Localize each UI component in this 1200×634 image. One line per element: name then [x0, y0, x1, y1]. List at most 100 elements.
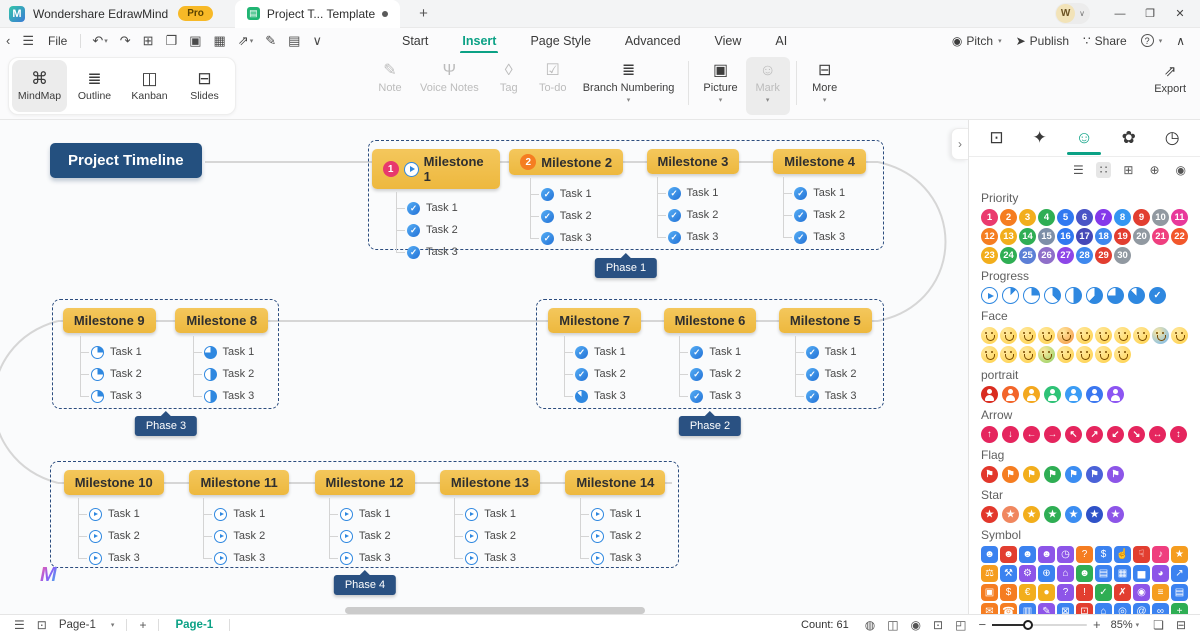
priority-mark[interactable]: 10 [1152, 209, 1169, 226]
symbol-mark[interactable]: ▦ [1114, 565, 1131, 582]
symbol-mark[interactable]: ☻ [1019, 546, 1036, 563]
print-icon[interactable]: ▦ [208, 33, 232, 49]
portrait-mark[interactable] [1065, 386, 1082, 403]
priority-mark[interactable]: 23 [981, 247, 998, 264]
arrow-mark[interactable]: ↑ [981, 426, 998, 443]
task-node[interactable]: Task 3 [91, 385, 166, 407]
priority-mark[interactable]: 5 [1057, 209, 1074, 226]
arrow-mark[interactable]: ↗ [1086, 426, 1103, 443]
milestone-node[interactable]: Milestone 13 [440, 470, 540, 495]
arrow-mark[interactable]: ↓ [1002, 426, 1019, 443]
milestone-node[interactable]: 1Milestone 1 [372, 149, 500, 189]
task-node[interactable]: Task 3 [340, 547, 427, 569]
progress-pie-mark[interactable] [1107, 287, 1124, 304]
priority-mark[interactable]: 2 [1000, 209, 1017, 226]
priority-mark[interactable]: 14 [1019, 228, 1036, 245]
add-tag-mark-icon[interactable]: ⊕ [1145, 162, 1163, 178]
progress-pie-mark[interactable] [1002, 287, 1019, 304]
milestone-node[interactable]: Milestone 8 [175, 308, 268, 333]
symbol-mark[interactable]: ◉ [1133, 584, 1150, 601]
add-page-button[interactable]: + [133, 618, 152, 632]
flag-mark[interactable]: ⚑ [1044, 466, 1061, 483]
face-mark[interactable] [981, 327, 998, 344]
face-mark[interactable] [1171, 327, 1188, 344]
task-node[interactable]: ✓Task 2 [806, 363, 883, 385]
branch-numbering-button[interactable]: ≣Branch Numbering▾ [575, 57, 683, 115]
star-mark[interactable]: ★ [1107, 506, 1124, 523]
account-menu[interactable]: W ∨ [1055, 3, 1090, 24]
task-node[interactable]: ✓Task 3 [668, 226, 757, 248]
symbol-mark[interactable]: ⌂ [1095, 603, 1112, 614]
star-mark[interactable]: ★ [1002, 506, 1019, 523]
task-node[interactable]: ✓Task 1 [575, 341, 652, 363]
face-mark[interactable] [1057, 346, 1074, 363]
split-view-icon[interactable]: ◫ [881, 618, 904, 632]
milestone-node[interactable]: Milestone 11 [189, 470, 288, 495]
collapse-statusbar-icon[interactable]: ⊟ [1170, 618, 1192, 632]
mindmap-canvas[interactable]: Project Timeline 1Milestone 1✓Task 1✓Tas… [0, 120, 968, 614]
milestone-node[interactable]: Milestone 12 [315, 470, 415, 495]
star-mark[interactable]: ★ [1044, 506, 1061, 523]
flag-mark[interactable]: ⚑ [981, 466, 998, 483]
priority-mark[interactable]: 29 [1095, 247, 1112, 264]
priority-mark[interactable]: 9 [1133, 209, 1150, 226]
face-mark[interactable] [1000, 327, 1017, 344]
task-node[interactable]: Task 1 [214, 503, 301, 525]
symbol-mark[interactable]: ● [1038, 584, 1055, 601]
task-node[interactable]: ✓Task 2 [794, 204, 883, 226]
arrow-mark[interactable]: ↘ [1128, 426, 1145, 443]
task-node[interactable]: ✓Task 1 [541, 183, 630, 205]
priority-mark[interactable]: 3 [1019, 209, 1036, 226]
language-icon[interactable]: ◍ [859, 618, 881, 632]
face-mark[interactable] [1133, 327, 1150, 344]
priority-mark[interactable]: 8 [1114, 209, 1131, 226]
back-icon[interactable]: ‹ [0, 33, 16, 48]
task-node[interactable]: Task 2 [204, 363, 279, 385]
flag-mark[interactable]: ⚑ [1002, 466, 1019, 483]
task-node[interactable]: Task 3 [204, 385, 279, 407]
priority-mark[interactable]: 12 [981, 228, 998, 245]
symbol-mark[interactable]: ⊠ [1057, 603, 1074, 614]
priority-mark[interactable]: 28 [1076, 247, 1093, 264]
voice-notes-button[interactable]: ΨVoice Notes [412, 57, 487, 115]
phase-callout[interactable]: Phase 1 [595, 258, 657, 278]
task-node[interactable]: ✓Task 2 [575, 363, 652, 385]
redo-icon[interactable]: ↷ [114, 33, 137, 49]
pitch-button[interactable]: ◉Pitch▾ [947, 34, 1007, 48]
zoom-slider[interactable]: − + [978, 617, 1100, 632]
grid-view-icon[interactable]: ∷ [1096, 162, 1112, 178]
view-slides[interactable]: ⊟Slides [177, 60, 232, 112]
face-mark[interactable] [1000, 346, 1017, 363]
priority-mark[interactable]: 16 [1057, 228, 1074, 245]
mark-button[interactable]: ☺Mark▾ [746, 57, 790, 115]
task-node[interactable]: Task 1 [591, 503, 678, 525]
task-node[interactable]: Task 2 [591, 525, 678, 547]
collapse-ribbon-icon[interactable]: ∧ [1171, 34, 1190, 48]
priority-mark[interactable]: 24 [1000, 247, 1017, 264]
symbol-mark[interactable]: ⚖ [981, 565, 998, 582]
symbol-mark[interactable]: ★ [1171, 546, 1188, 563]
priority-mark[interactable]: 7 [1095, 209, 1112, 226]
progress-play-mark[interactable] [981, 287, 998, 304]
star-mark[interactable]: ★ [981, 506, 998, 523]
symbol-mark[interactable]: $ [1095, 546, 1112, 563]
undo-icon[interactable]: ↶▾ [86, 33, 113, 49]
symbol-mark[interactable]: ⚙ [1019, 565, 1036, 582]
symbol-mark[interactable]: ✉ [981, 603, 998, 614]
add-image-mark-icon[interactable]: ⊞ [1119, 162, 1137, 178]
milestone-node[interactable]: Milestone 3 [647, 149, 740, 174]
mark-panel-icon[interactable]: ☺ [1065, 122, 1102, 154]
symbol-mark[interactable]: @ [1133, 603, 1150, 614]
arrow-mark[interactable]: ↔ [1149, 426, 1166, 443]
portrait-mark[interactable] [1086, 386, 1103, 403]
phase-callout[interactable]: Phase 3 [135, 416, 197, 436]
task-node[interactable]: ✓Task 3 [690, 385, 767, 407]
horizontal-scrollbar[interactable] [345, 607, 645, 614]
task-node[interactable]: ✓Task 2 [690, 363, 767, 385]
more-quick-icon[interactable]: ∨ [306, 33, 328, 49]
task-node[interactable]: Task 2 [89, 525, 176, 547]
document-tab[interactable]: ▤ Project T... Template [235, 0, 400, 28]
symbol-mark[interactable]: ☻ [1038, 546, 1055, 563]
to-do-button[interactable]: ☑To-do [531, 57, 575, 115]
portrait-mark[interactable] [1107, 386, 1124, 403]
